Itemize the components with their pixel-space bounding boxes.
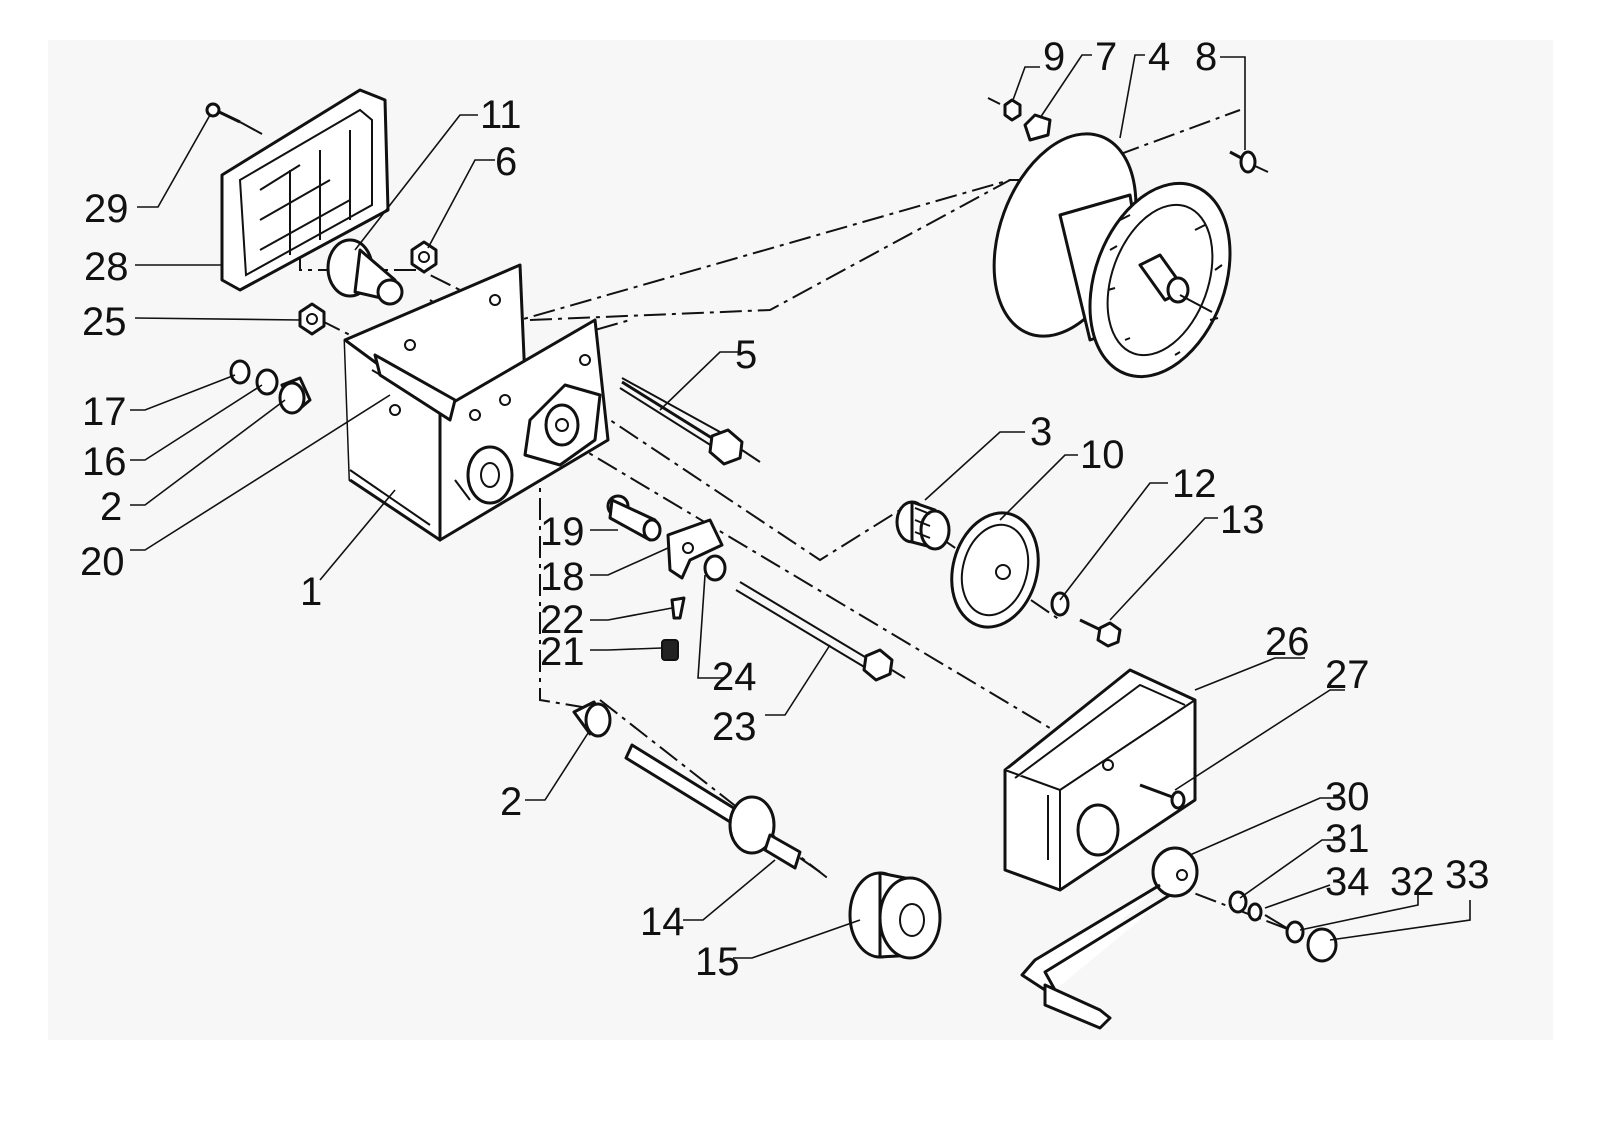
callout-15: 15 — [695, 940, 740, 984]
callout-3: 3 — [1030, 410, 1052, 454]
pawl-pin — [606, 494, 662, 542]
callout-29: 29 — [84, 187, 129, 231]
callout-11: 11 — [480, 93, 522, 137]
long-bolt-upper — [619, 377, 761, 466]
callout-26: 26 — [1265, 620, 1310, 664]
callout-31: 31 — [1325, 817, 1370, 861]
callout-1: 1 — [300, 570, 322, 614]
housing-screw — [1139, 783, 1186, 810]
crank-handle — [1020, 846, 1199, 1030]
callout-32: 32 — [1390, 860, 1435, 904]
callout-labels: 1 2 2 3 4 5 6 7 8 9 10 11 12 13 14 15 16… — [80, 35, 1490, 984]
hex-nut-top — [410, 240, 438, 274]
main-frame — [343, 263, 610, 542]
gear-housing-cover — [1003, 668, 1197, 892]
callout-13: 13 — [1220, 498, 1265, 542]
callout-17: 17 — [82, 390, 127, 434]
gear-washer — [1050, 591, 1070, 617]
drum-nut — [987, 97, 1022, 122]
crank-cap — [1306, 927, 1338, 963]
pawl-spring — [661, 639, 679, 661]
large-spur-gear — [950, 511, 1040, 629]
callout-22: 22 — [540, 598, 585, 642]
callout-4: 4 — [1148, 35, 1170, 79]
hex-nut-left — [298, 302, 326, 336]
drive-sprocket — [848, 871, 942, 960]
pinion-gear — [326, 238, 404, 306]
callout-33: 33 — [1445, 853, 1490, 897]
crank-bolt — [1264, 914, 1305, 944]
callout-28: 28 — [84, 245, 129, 289]
washer-stack-left — [229, 359, 312, 415]
callout-10: 10 — [1080, 433, 1125, 477]
pawl-key — [670, 596, 686, 620]
drum-screw — [1229, 150, 1269, 174]
callout-2: 2 — [500, 780, 522, 824]
callout-21: 21 — [540, 630, 585, 674]
callout-12: 12 — [1172, 462, 1217, 506]
drive-shaft-bushing — [572, 700, 612, 738]
callout-25: 25 — [82, 300, 127, 344]
callout-5: 5 — [735, 333, 757, 377]
side-cover-plate — [220, 88, 390, 292]
needle-bearing — [895, 500, 951, 551]
callout-19: 19 — [540, 510, 585, 554]
gear-bolt — [1079, 618, 1122, 648]
callout-7: 7 — [1095, 35, 1117, 79]
long-bolt-lower — [735, 581, 906, 682]
callout-16: 16 — [82, 440, 127, 484]
callout-20: 20 — [80, 540, 125, 584]
callout-23: 23 — [712, 705, 757, 749]
callout-8: 8 — [1195, 35, 1217, 79]
callout-6: 6 — [495, 140, 517, 184]
callout-9: 9 — [1043, 35, 1065, 79]
callout-2: 2 — [100, 485, 122, 529]
cover-bolt — [205, 102, 263, 135]
callout-34: 34 — [1325, 860, 1370, 904]
callout-30: 30 — [1325, 775, 1370, 819]
drive-shaft — [624, 743, 821, 873]
cable-clamp — [1023, 113, 1052, 142]
callout-14: 14 — [640, 900, 685, 944]
ratchet-pawl — [666, 518, 724, 580]
callout-18: 18 — [540, 555, 585, 599]
pawl-washer — [703, 554, 727, 582]
cable-drum — [992, 132, 1232, 379]
callout-24: 24 — [712, 655, 757, 699]
callout-27: 27 — [1325, 653, 1370, 697]
leader-lines — [130, 54, 1471, 959]
crank-lock-washer — [1247, 902, 1263, 922]
